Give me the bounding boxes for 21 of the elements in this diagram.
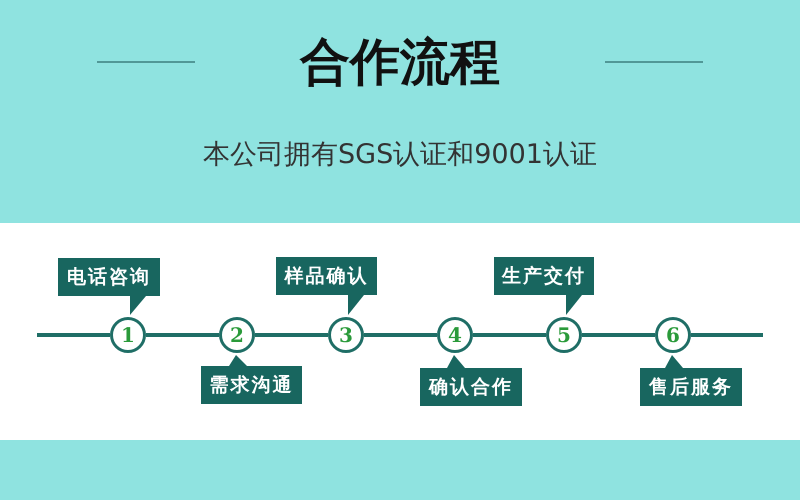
timeline-line <box>146 333 219 337</box>
callout-tail <box>348 295 364 315</box>
timeline-line <box>37 333 110 337</box>
timeline-line <box>255 333 328 337</box>
callout-tail <box>447 355 465 368</box>
callout-box: 生产交付 <box>494 257 594 295</box>
callout-box: 样品确认 <box>276 257 377 295</box>
callout-tail <box>665 355 683 368</box>
callout-tail <box>566 295 582 315</box>
callout-box: 确认合作 <box>420 368 522 406</box>
timeline-line <box>691 333 763 337</box>
callout-box: 需求沟通 <box>201 366 302 404</box>
callout-tail <box>130 296 146 315</box>
callout-box: 电话咨询 <box>58 258 160 296</box>
callout-box: 售后服务 <box>640 368 742 406</box>
callout-tail <box>229 355 247 366</box>
timeline-line <box>582 333 655 337</box>
timeline-line <box>473 333 546 337</box>
title: 合作流程 <box>298 32 501 93</box>
timeline-line <box>364 333 437 337</box>
subtitle: 本公司拥有SGS认证和9001认证 <box>202 138 598 172</box>
